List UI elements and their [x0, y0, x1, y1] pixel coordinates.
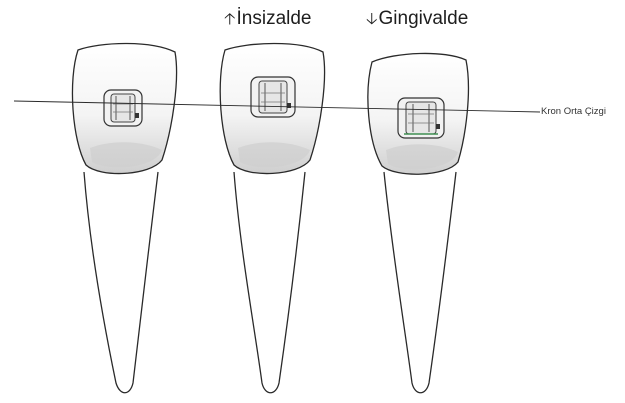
tooth-root — [384, 172, 456, 393]
bracket — [251, 77, 295, 117]
tooth-incisal — [220, 44, 324, 393]
crown-midline-label: Kron Orta Çizgi — [541, 106, 606, 117]
arrow-down-icon: 🡣 — [366, 11, 378, 28]
tooth-gingival — [368, 53, 469, 392]
label-gingival-text: Gingivalde — [379, 8, 469, 29]
tooth-reference — [72, 44, 176, 393]
label-gingival: 🡣Gingivalde — [366, 8, 468, 35]
arrow-up-icon: 🡡 — [224, 11, 236, 28]
label-incisal-text: İnsizalde — [237, 8, 312, 29]
bracket — [398, 98, 444, 138]
label-incisal: 🡡İnsizalde — [224, 8, 312, 35]
tooth-root — [234, 172, 305, 393]
tooth-root — [84, 172, 158, 393]
bracket — [104, 90, 142, 126]
